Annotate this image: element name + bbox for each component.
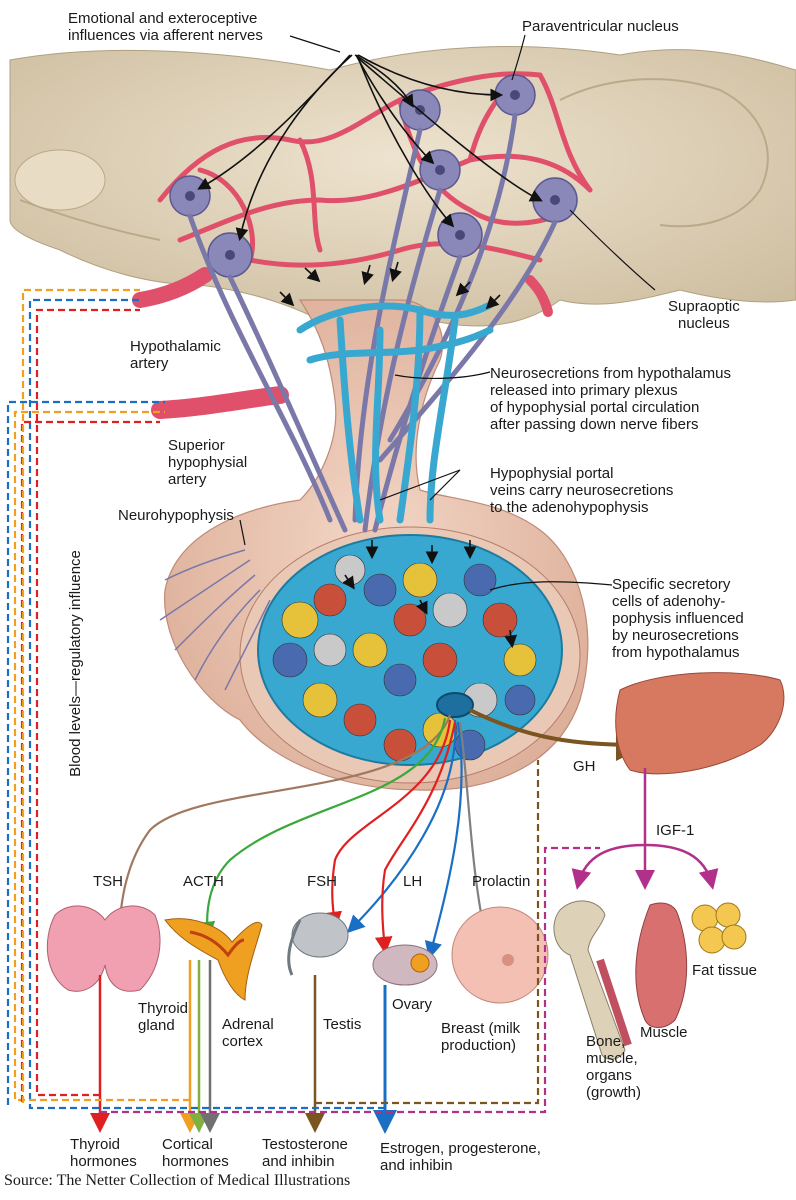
label-emotional: Emotional and exteroceptive influences v… — [68, 10, 263, 44]
label-neurosecretions-line3: of hypophysial portal circulation — [490, 399, 700, 416]
label-cortical-line2: hormones — [162, 1153, 229, 1170]
label-supraoptic-line1: Supraoptic — [668, 298, 740, 315]
label-sha-line2: hypophysial — [168, 454, 248, 471]
label-breast: Breast (milk production) — [441, 1020, 520, 1054]
label-estrogen: Estrogen, progesterone, and inhibin — [380, 1140, 541, 1174]
label-bone: Bone, muscle, organs (growth) — [586, 1033, 641, 1101]
label-gh: GH — [573, 758, 596, 775]
label-breast-line1: Breast (milk — [441, 1020, 521, 1037]
label-lh: LH — [403, 873, 423, 890]
label-hypothalamic-artery: Hypothalamic artery — [130, 338, 221, 372]
label-portal-veins-line3: to the adenohypophysis — [490, 499, 649, 516]
portal-veins — [296, 301, 494, 524]
label-supraoptic-line2: nucleus — [678, 315, 730, 332]
label-secretory-line1: Specific secretory — [612, 576, 731, 593]
label-testosterone-line1: Testosterone — [262, 1136, 348, 1153]
label-sha-line1: Superior — [168, 437, 225, 454]
ovary — [372, 944, 438, 986]
liver — [615, 672, 785, 775]
label-neurohypophysis: Neurohypophysis — [118, 507, 234, 524]
label-portal-veins-line1: Hypophysial portal — [490, 465, 614, 482]
label-neurosecretions: Neurosecretions from hypothalamus releas… — [490, 365, 731, 433]
label-neurosecretions-line4: after passing down nerve fibers — [490, 416, 699, 433]
label-blood-levels: Blood levels—regulatory influence — [66, 550, 84, 777]
label-bone-line1: Bone, — [586, 1033, 626, 1050]
label-bone-line3: organs — [586, 1067, 632, 1084]
label-testosterone-line2: and inhibin — [262, 1153, 335, 1170]
label-prolactin: Prolactin — [472, 873, 531, 890]
label-adrenal-cortex: Adrenal cortex — [222, 1016, 274, 1050]
hypothalamic-artery — [132, 267, 213, 308]
label-portal-veins: Hypophysial portal veins carry neurosecr… — [490, 465, 673, 516]
label-adrenal-line1: Adrenal — [222, 1016, 274, 1033]
label-secretory-line4: by neurosecretions — [612, 627, 739, 644]
label-neurosecretions-line1: Neurosecretions from hypothalamus — [490, 365, 731, 382]
label-ovary: Ovary — [392, 996, 433, 1013]
label-secretory-cells: Specific secretory cells of adenohy- pop… — [612, 576, 744, 661]
small-artery — [525, 275, 553, 317]
label-estrogen-line2: and inhibin — [380, 1157, 453, 1174]
label-secretory-line3: pophysis influenced — [612, 610, 744, 627]
label-testosterone: Testosterone and inhibin — [262, 1136, 348, 1170]
label-sha-line3: artery — [168, 471, 207, 488]
label-muscle: Muscle — [640, 1024, 688, 1041]
label-tsh: TSH — [93, 873, 123, 890]
breast — [451, 906, 549, 1004]
source-caption: Source: The Netter Collection of Medical… — [4, 1172, 351, 1189]
label-acth: ACTH — [183, 873, 224, 890]
label-cortical-line1: Cortical — [162, 1136, 213, 1153]
label-estrogen-line1: Estrogen, progesterone, — [380, 1140, 541, 1157]
label-thyroid-hormones-line2: hormones — [70, 1153, 137, 1170]
label-cortical-hormones: Cortical hormones — [162, 1136, 229, 1170]
label-hypothalamic-artery-line1: Hypothalamic — [130, 338, 221, 355]
label-neurosecretions-line2: released into primary plexus — [490, 382, 678, 399]
label-emotional-line2: influences via afferent nerves — [68, 27, 263, 44]
label-bone-line4: (growth) — [586, 1084, 642, 1101]
fat-tissue — [691, 902, 747, 954]
label-adrenal-line2: cortex — [222, 1033, 263, 1050]
adrenal-cortex — [164, 918, 263, 1001]
label-thyroid-hormones-line1: Thyroid — [70, 1136, 121, 1153]
label-paraventricular: Paraventricular nucleus — [522, 18, 679, 35]
label-thyroid-gland-line1: Thyroid — [138, 1000, 189, 1017]
label-hypothalamic-artery-line2: artery — [130, 355, 169, 372]
stalk-arrows — [279, 261, 518, 649]
label-thyroid-gland: Thyroid gland — [138, 1000, 188, 1034]
label-breast-line2: production) — [441, 1037, 517, 1054]
igf1-arrows — [571, 768, 719, 890]
label-bone-line2: muscle, — [586, 1050, 638, 1067]
label-supraoptic: Supraoptic nucleus — [668, 298, 740, 332]
afferent-arrows — [197, 54, 543, 242]
label-fat-tissue: Fat tissue — [692, 962, 758, 979]
leader-lines — [239, 34, 656, 591]
label-fsh: FSH — [307, 873, 337, 890]
label-thyroid-gland-line2: gland — [138, 1017, 175, 1034]
label-secretory-line2: cells of adenohy- — [612, 593, 726, 610]
hypothalamic-capillaries — [157, 71, 593, 268]
superior-hypophysial-artery — [151, 386, 289, 419]
label-thyroid-hormones: Thyroid hormones — [70, 1136, 137, 1170]
muscle — [635, 902, 688, 1028]
bone — [553, 900, 632, 1060]
thyroid-gland — [46, 905, 161, 992]
label-emotional-line1: Emotional and exteroceptive — [68, 10, 258, 27]
label-superior-hypophysial-artery: Superior hypophysial artery — [168, 437, 247, 488]
label-testis: Testis — [323, 1016, 362, 1033]
label-secretory-line5: from hypothalamus — [612, 644, 740, 661]
testis — [287, 912, 349, 976]
label-portal-veins-line2: veins carry neurosecretions — [490, 482, 674, 499]
feedback-loops — [6, 288, 600, 1114]
label-igf1: IGF-1 — [656, 822, 695, 839]
